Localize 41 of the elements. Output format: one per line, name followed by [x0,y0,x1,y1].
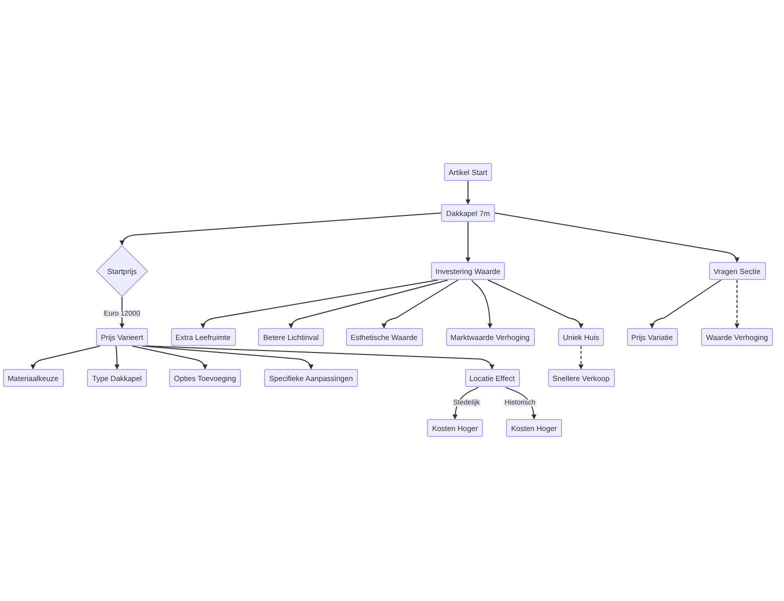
arrow [288,280,448,328]
arrow [200,280,438,328]
arrow [578,346,584,370]
process-box [87,369,147,387]
arrow [142,346,314,370]
arrow [132,346,208,370]
arrow [734,280,740,328]
process-box [427,419,483,437]
arrow [382,280,458,328]
process-box [441,204,495,222]
arrow [466,222,470,262]
arrow [30,346,100,370]
process-box [558,328,604,346]
process-box [626,328,678,346]
arrow [466,180,470,204]
process-box [431,262,505,280]
arrow [494,212,740,262]
arrow [472,280,492,328]
process-box [464,369,520,387]
process-box [170,328,236,346]
process-box [2,369,64,387]
process-box [548,369,614,387]
arrow [120,296,124,328]
process-box [444,163,492,181]
process-box [701,328,773,346]
process-box [446,328,534,346]
arrow [452,386,478,420]
decision-diamond [96,245,148,297]
arrow [506,386,536,420]
process-box [258,328,324,346]
process-box [346,328,422,346]
process-box [264,369,358,387]
arrow [120,212,442,246]
arrow [488,280,584,328]
arrow [146,346,494,370]
process-box [96,328,148,346]
process-box [506,419,562,437]
arrow [114,346,120,370]
arrow [650,280,722,328]
process-box [169,369,241,387]
process-box [708,262,766,280]
